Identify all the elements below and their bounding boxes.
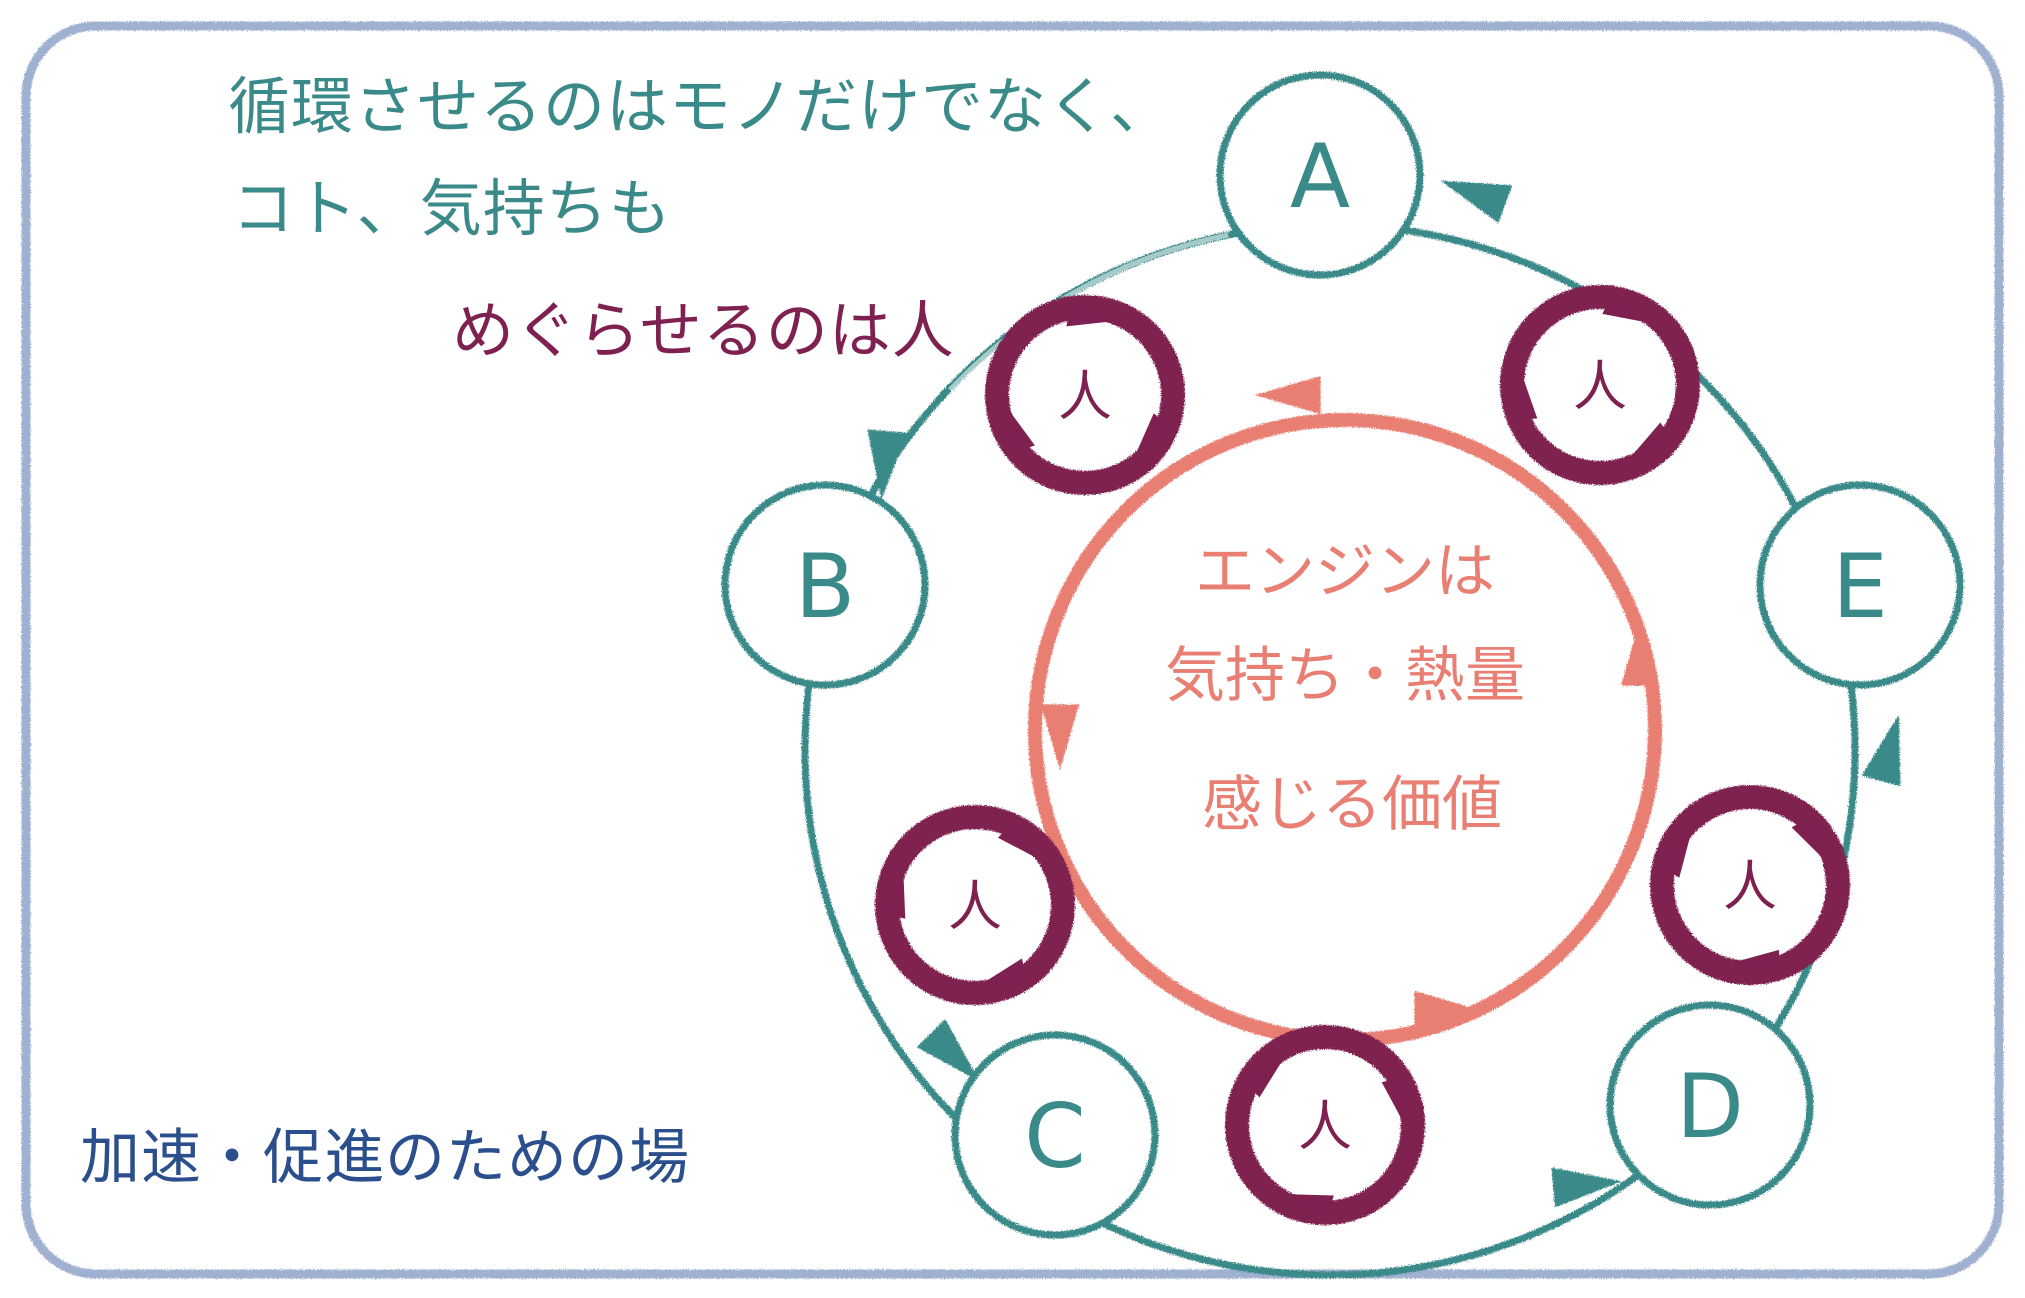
center-text-line3: 感じる価値 — [1202, 770, 1502, 840]
person-label: 人 — [1298, 1095, 1352, 1158]
center-ring-arrows — [1040, 375, 1660, 1030]
headline-line1: 循環させるのはモノだけでなく、 — [228, 70, 1174, 143]
arrow-a-to-b — [867, 429, 908, 500]
node-b-circle — [721, 481, 929, 689]
footer-label: 加速・促進のための場 — [80, 1123, 690, 1193]
center-ring — [1028, 413, 1662, 1047]
person-label: 人 — [948, 875, 1002, 938]
headline-line2: コト、気持ちも — [232, 172, 672, 245]
person-ring — [1650, 785, 1850, 985]
center-text-line2: 気持ち・熱量 — [1165, 641, 1525, 711]
person-label: 人 — [1723, 855, 1777, 918]
person-ring-arrow — [1066, 301, 1111, 327]
outer-cycle-arrows — [867, 180, 1901, 1208]
person-ring-arrow — [1631, 422, 1674, 457]
person-node: 人 — [1650, 785, 1850, 985]
person-node: 人 — [1500, 285, 1700, 485]
node-d-label: D — [1676, 1055, 1744, 1158]
person-ring — [985, 295, 1185, 495]
arrow-d-to-e — [1861, 714, 1901, 787]
node-b: B — [721, 481, 929, 689]
person-ring-arrow — [1135, 413, 1173, 454]
node-c-circle — [951, 1031, 1159, 1239]
letter-nodes: A B C D E — [721, 71, 1964, 1239]
person-node: 人 — [985, 295, 1185, 495]
node-e-circle — [1756, 481, 1964, 689]
center-arrow-top — [1255, 375, 1321, 415]
arrow-e-to-a — [1440, 180, 1513, 224]
node-e: E — [1756, 481, 1964, 689]
node-a-circle — [1216, 71, 1424, 279]
person-label: 人 — [1058, 365, 1112, 428]
person-ring-arrow — [1289, 1194, 1334, 1220]
person-node: 人 — [1225, 1025, 1425, 1225]
node-b-label: B — [795, 535, 855, 638]
person-ring-arrow — [1008, 409, 1035, 454]
node-e-label: E — [1832, 535, 1888, 638]
person-ring-arrow — [1602, 291, 1646, 323]
node-d: D — [1606, 1001, 1814, 1209]
person-ring-arrow — [997, 819, 1038, 859]
person-ring-arrow — [1512, 376, 1538, 420]
person-ring-arrow — [984, 958, 1029, 983]
person-ring — [1500, 285, 1700, 485]
arrow-b-to-c — [916, 1018, 980, 1082]
diagram-frame — [21, 21, 2004, 1279]
node-c-label: C — [1024, 1085, 1085, 1188]
center-arrow-left — [1040, 704, 1080, 770]
person-node: 人 — [875, 805, 1075, 1005]
node-d-circle — [1606, 1001, 1814, 1209]
outer-cycle-faded-segment — [948, 232, 1229, 392]
center-arrow-right — [1620, 620, 1660, 686]
arrow-c-to-d — [1551, 1167, 1622, 1208]
person-label: 人 — [1573, 355, 1627, 418]
center-text-line1: エンジンは — [1195, 537, 1495, 607]
center-arrow-bottom — [1414, 990, 1480, 1030]
person-ring-arrow — [1242, 1059, 1283, 1098]
person-nodes: 人人人人人 — [875, 285, 1850, 1225]
person-ring-arrow — [1657, 834, 1691, 878]
person-ring-arrow — [1381, 1076, 1407, 1122]
person-ring-arrow — [1736, 949, 1780, 975]
person-ring-arrow — [881, 874, 906, 919]
node-c: C — [951, 1031, 1159, 1239]
person-ring-arrow — [1791, 815, 1824, 859]
node-a: A — [1216, 71, 1424, 279]
headline-line3: めぐらせるのは人 — [452, 294, 955, 367]
node-a-label: A — [1290, 125, 1350, 228]
